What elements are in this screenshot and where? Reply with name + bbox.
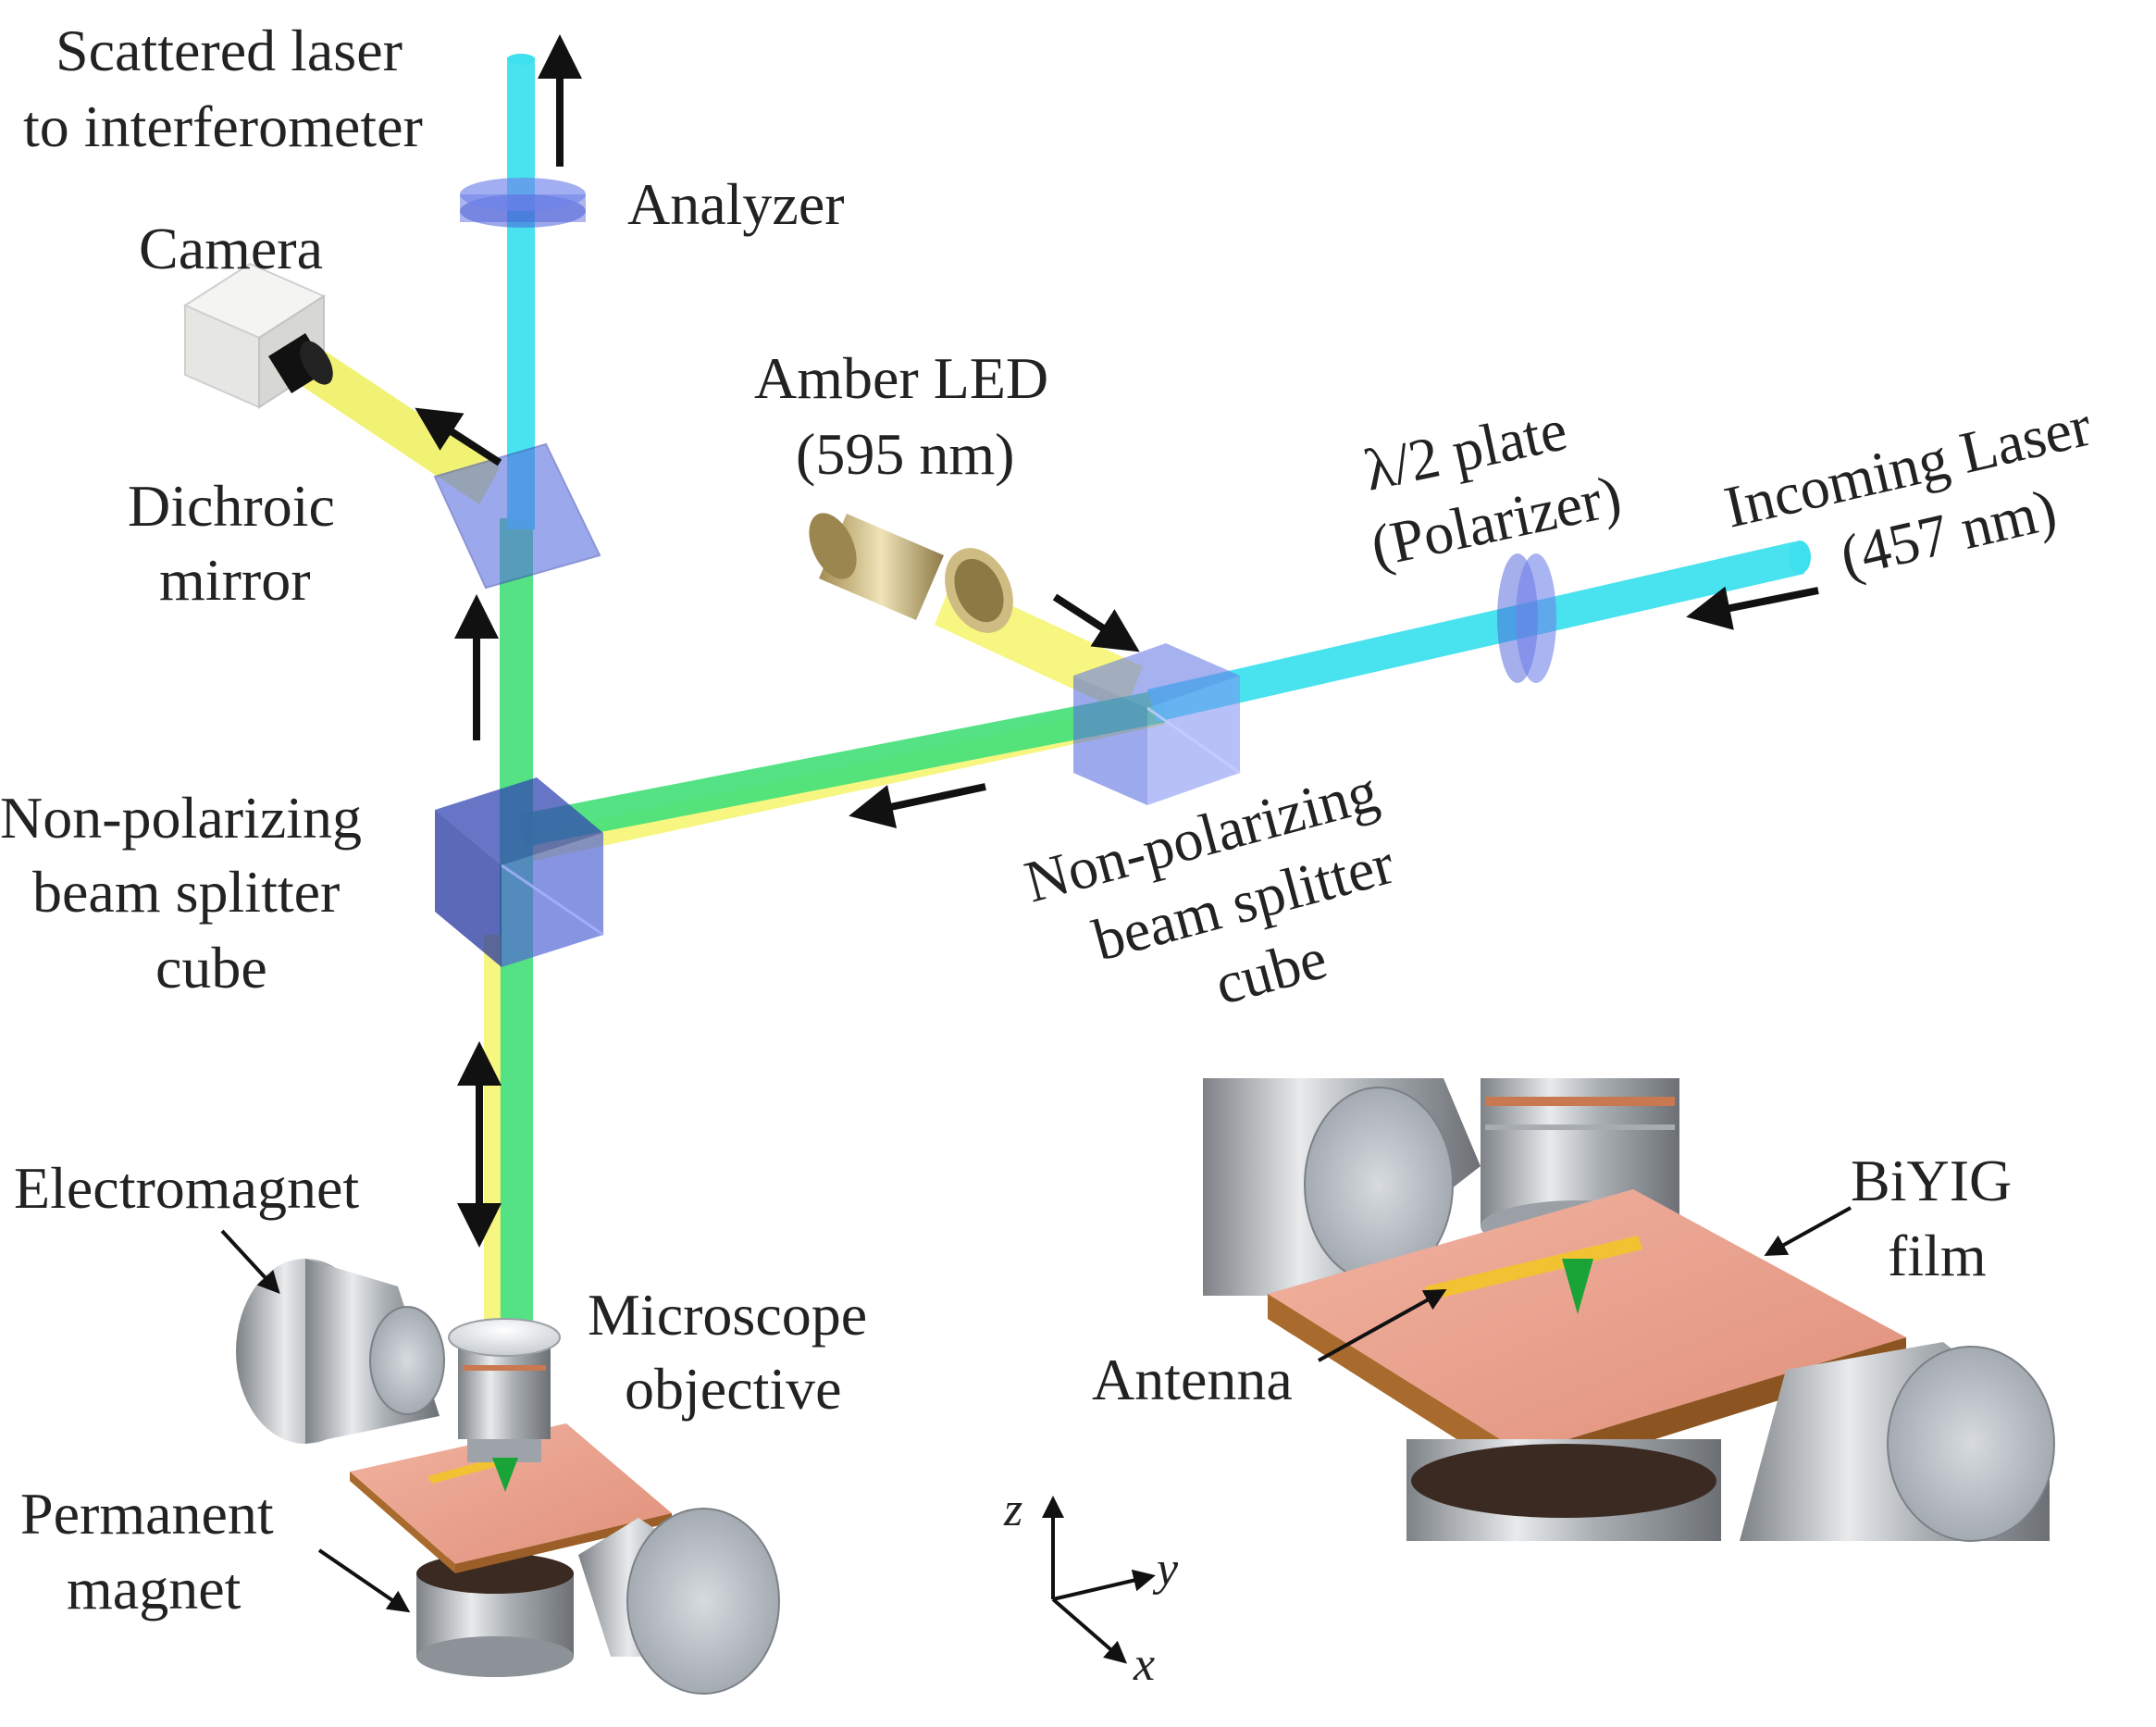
label-biyig-1: BiYIG [1851,1148,2012,1213]
analyzer-optic [460,178,586,228]
biyig-film-small [350,1423,672,1573]
label-scattered-laser-2: to interferometer [23,93,423,159]
label-bs-left-3: cube [155,935,267,1000]
pointer-permanent-magnet [317,1548,411,1613]
label-biyig-2: film [1888,1223,1987,1288]
label-bs-left-2: beam splitter [32,859,340,925]
direction-arrows [415,34,1819,1248]
label-antenna: Antenna [1092,1347,1293,1412]
pointer-electromagnet [220,1229,280,1294]
axis-x [1051,1597,1128,1664]
label-bs-left-1: Non-polarizing [0,785,362,851]
bs-cube-left-optic [435,777,604,967]
arrow-camera [415,407,502,466]
amber-led [809,513,1013,633]
disc-magnet [578,1508,780,1695]
camera-beam [285,338,500,504]
excitation-cone-small [492,1458,518,1492]
pointer-biyig [1764,1206,1852,1256]
pointer-antenna [1318,1289,1447,1362]
dichroic-mirror [433,442,601,590]
pointer-arrows [220,1206,1852,1613]
excitation-cone-large [1562,1259,1593,1314]
label-permanent-magnet-2: magnet [67,1556,242,1621]
bs-cube-right-optic [1073,643,1241,805]
laser-beam-end [1789,540,1811,574]
label-dichroic-1: Dichroic [128,473,335,539]
lambda-half-plate [1497,553,1556,683]
coordinate-axes [1042,1496,1156,1664]
combined-beam-horizontal [518,690,1168,847]
label-objective-2: objective [625,1356,842,1422]
arrow-incoming [1686,586,1819,630]
label-objective-1: Microscope [588,1282,867,1348]
inset-view [1203,1078,2055,1542]
camera [182,262,333,409]
incoming-laser-beam [1147,541,1804,722]
axis-z-label: z [1003,1484,1022,1536]
label-camera: Camera [139,216,323,281]
axis-x-label: x [1133,1638,1155,1691]
label-amber-led-1: Amber LED [754,345,1048,411]
axis-y-label: y [1152,1543,1179,1596]
label-scattered-laser-1: Scattered laser [56,18,403,83]
led-fringe-vertical [484,935,501,1333]
label-electromagnet: Electromagnet [14,1155,359,1221]
electromagnet [236,1259,445,1444]
label-analyzer: Analyzer [627,171,845,237]
label-amber-led-2: (595 nm) [796,421,1014,487]
scattered-beam-end [507,54,535,65]
arrow-along-horizontal [849,783,986,829]
microscope-objective [448,1318,561,1462]
arrow-led [1052,593,1140,652]
permanent-magnet [416,1553,574,1677]
axis-y [1052,1569,1156,1601]
label-dichroic-2: mirror [159,547,311,613]
antenna-large [1425,1236,1642,1300]
label-permanent-magnet-1: Permanent [20,1481,274,1547]
